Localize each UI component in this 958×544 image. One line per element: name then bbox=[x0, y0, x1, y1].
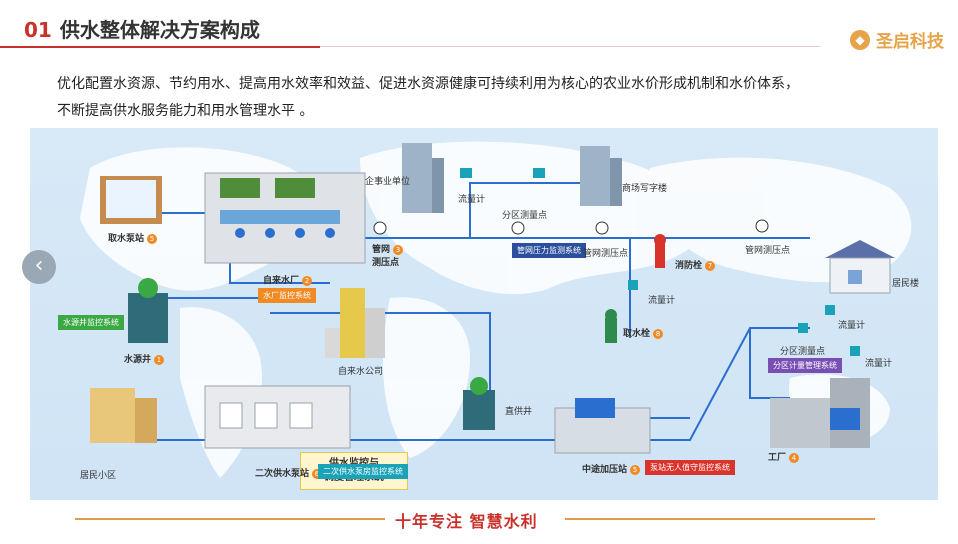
tag-waterworks-system: 水厂监控系统 bbox=[258, 288, 316, 303]
pressure-gauge-icon bbox=[373, 219, 769, 235]
label-water-company: 自来水公司 bbox=[338, 367, 384, 377]
footer-slogan: 十年专注 智慧水利 bbox=[395, 512, 538, 531]
secondary-station-icon bbox=[204, 385, 351, 449]
tag-source-well-system: 水源井监控系统 bbox=[58, 315, 124, 330]
label-flowmeter-1: 流量计 bbox=[458, 195, 486, 205]
page-title: 01 供水整体解决方案构成 bbox=[24, 14, 260, 43]
booster-station-icon bbox=[554, 398, 651, 454]
intro-line-2: 不断提高供水服务能力和用水管理水平 。 bbox=[57, 103, 314, 119]
footer-divider-left bbox=[75, 518, 385, 520]
label-zone-meter-1: 分区测量点 bbox=[502, 211, 548, 221]
label-pipe-point-2: 管网测压点 bbox=[745, 246, 791, 256]
intake-station-icon bbox=[100, 176, 162, 224]
flowmeter-icon bbox=[460, 168, 860, 356]
tag-zone-system: 分区计量管理系统 bbox=[768, 358, 842, 373]
brand-logo: ◆ 圣启科技 bbox=[850, 27, 944, 52]
enterprise-building-icon bbox=[402, 143, 444, 213]
diagram-canvas bbox=[80, 141, 912, 478]
title-underline bbox=[0, 46, 320, 48]
label-secondary-station: 二次供水泵站6 bbox=[255, 466, 323, 479]
label-pipe-point-1: 管网测压点 bbox=[583, 249, 629, 259]
factory-icon bbox=[770, 378, 870, 448]
footer-divider-right bbox=[565, 518, 875, 520]
label-enterprise: 企事业单位 bbox=[365, 177, 411, 187]
label-zone-meter-2: 分区测量点 bbox=[780, 347, 826, 357]
commercial-building-icon bbox=[580, 146, 622, 206]
header: 01 供水整体解决方案构成 ◆ 圣启科技 bbox=[0, 0, 958, 52]
tag-secondary-system: 二次供水泵房监控系统 bbox=[318, 464, 408, 479]
label-direct-well: 直供井 bbox=[505, 407, 533, 417]
previous-slide-button[interactable]: ‹ bbox=[22, 250, 56, 284]
source-well-icon bbox=[128, 278, 168, 343]
residential-area-icon bbox=[90, 388, 157, 443]
intro-line-1: 优化配置水资源、节约用水、提高用水效率和效益、促进水资源健康可持续利用为核心的农… bbox=[57, 76, 799, 92]
tag-booster-system: 泵站无人值守监控系统 bbox=[645, 460, 735, 475]
hydrant-icon bbox=[654, 234, 666, 268]
label-residential-building: 居民楼 bbox=[892, 279, 920, 289]
logo-text: 圣启科技 bbox=[876, 32, 944, 52]
tag-pipe-system: 管网压力监测系统 bbox=[512, 243, 586, 258]
waterworks-icon bbox=[204, 172, 366, 264]
title-underline-light bbox=[320, 46, 820, 47]
label-flowmeter-2: 流量计 bbox=[648, 296, 676, 306]
label-flowmeter-3: 流量计 bbox=[838, 321, 866, 331]
intro-paragraph: 优化配置水资源、节约用水、提高用水效率和效益、促进水资源健康可持续利用为核心的农… bbox=[57, 71, 937, 125]
section-title: 供水整体解决方案构成 bbox=[59, 18, 260, 42]
label-residential-area: 居民小区 bbox=[80, 471, 117, 481]
label-flowmeter-4: 流量计 bbox=[865, 359, 893, 369]
section-number: 01 bbox=[24, 18, 52, 42]
water-company-building-icon bbox=[325, 288, 385, 358]
intake-hydrant-icon bbox=[605, 309, 617, 343]
residential-building-icon bbox=[825, 240, 895, 294]
logo-icon: ◆ bbox=[850, 29, 870, 50]
direct-well-icon bbox=[463, 377, 495, 430]
label-commercial: 商场写字楼 bbox=[622, 184, 668, 194]
